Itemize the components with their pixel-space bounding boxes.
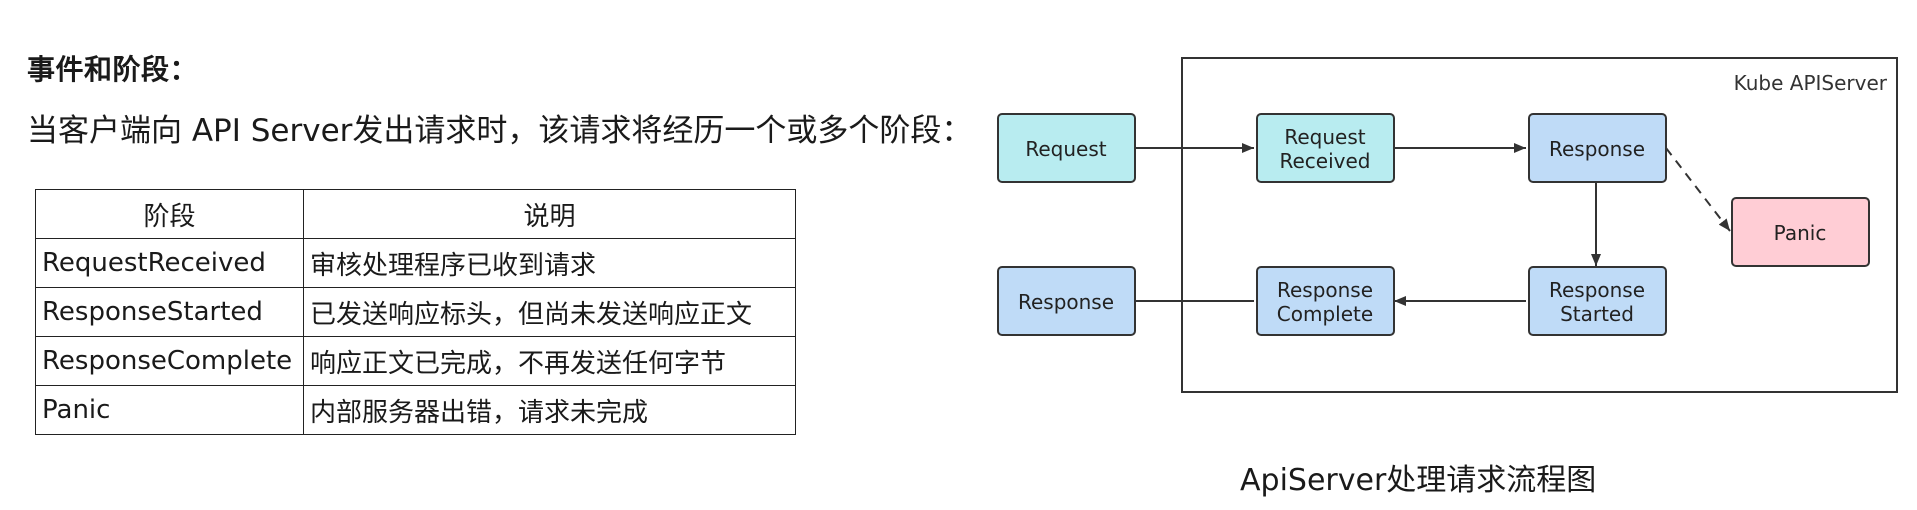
node-label: Received [1280,149,1371,173]
apiserver-container [1181,57,1898,393]
node-panic: Panic [1731,197,1870,267]
node-label: Request [1284,125,1365,149]
node-label: Response [1549,278,1645,302]
stage-name: ResponseStarted [35,287,304,337]
node-request: Request [997,113,1136,183]
node-label: Response [1277,278,1373,302]
node-label: Complete [1277,302,1373,326]
table-header-row: 阶段 说明 [35,189,796,239]
flow-diagram: Kube APIServer Request Request Received … [997,57,1898,393]
section-heading: 事件和阶段： [27,53,199,86]
node-response-started: Response Started [1528,266,1667,336]
diagram-caption: ApiServer处理请求流程图 [1240,463,1597,498]
table-row: ResponseStarted 已发送响应标头，但尚未发送响应正文 [35,287,796,337]
node-label: Request [1025,137,1106,161]
stage-name: ResponseComplete [35,336,304,386]
stage-description: 已发送响应标头，但尚未发送响应正文 [303,287,796,337]
node-label: Started [1560,302,1634,326]
table-row: ResponseComplete 响应正文已完成，不再发送任何字节 [35,336,796,386]
arrow-response-to-panic [1665,147,1731,232]
node-response-complete: Response Complete [1256,266,1395,336]
node-label: Response [1018,290,1114,314]
table-row: RequestReceived 审核处理程序已收到请求 [35,238,796,288]
node-response-out: Response [997,266,1136,336]
stage-name: Panic [35,385,304,435]
node-label: Response [1549,137,1645,161]
container-label: Kube APIServer [1734,71,1888,95]
stages-table: 阶段 说明 RequestReceived 审核处理程序已收到请求 Respon… [35,189,796,435]
intro-text: 当客户端向 API Server发出请求时，该请求将经历一个或多个阶段： [27,113,973,149]
node-request-received: Request Received [1256,113,1395,183]
node-response-top: Response [1528,113,1667,183]
header-description: 说明 [303,189,796,239]
node-label: Panic [1774,221,1827,245]
stage-description: 响应正文已完成，不再发送任何字节 [303,336,796,386]
stage-description: 内部服务器出错，请求未完成 [303,385,796,435]
header-stage: 阶段 [35,189,304,239]
stage-name: RequestReceived [35,238,304,288]
table-row: Panic 内部服务器出错，请求未完成 [35,385,796,435]
stage-description: 审核处理程序已收到请求 [303,238,796,288]
